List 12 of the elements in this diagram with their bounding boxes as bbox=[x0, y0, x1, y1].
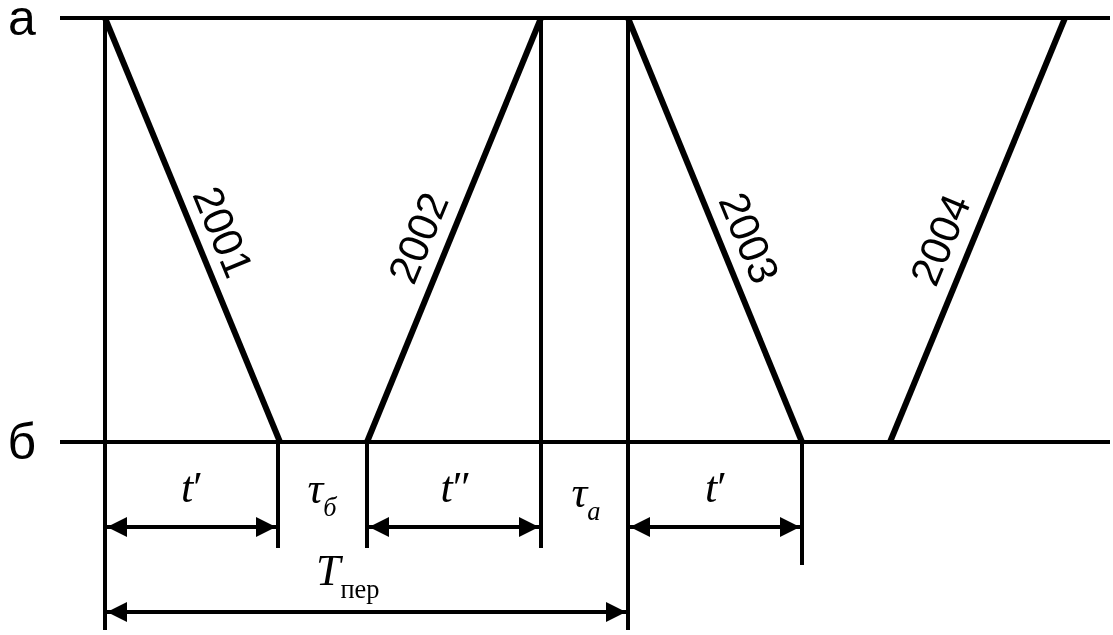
interval-label: t′ bbox=[181, 466, 203, 510]
interval-label: t″ bbox=[440, 466, 472, 510]
interval-label: t′ bbox=[705, 466, 727, 510]
train-number: 2002 bbox=[381, 186, 456, 290]
period-label: T$_{пер}$ bbox=[316, 549, 380, 603]
interval-label: τ$_{а}$ bbox=[571, 471, 601, 525]
train-number: 2001 bbox=[185, 180, 260, 284]
train-number: 2004 bbox=[903, 188, 978, 292]
train-number: 2003 bbox=[711, 186, 786, 290]
interval-label: τ$_{б}$ bbox=[307, 467, 337, 521]
station-label: а bbox=[8, 0, 36, 43]
station-label: б bbox=[7, 417, 37, 467]
